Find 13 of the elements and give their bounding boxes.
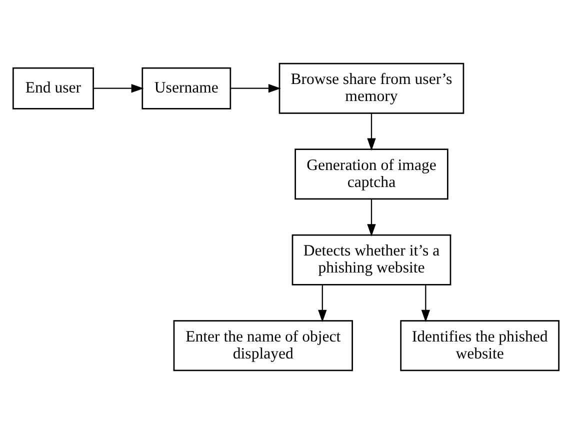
node-box: Identifies the phished website (400, 320, 560, 372)
arrow (367, 199, 376, 237)
node-box: End user (12, 67, 94, 110)
node-box: Username (142, 67, 232, 110)
node-box: Generation of image captcha (294, 148, 448, 200)
arrow (367, 114, 376, 151)
node-box: Detects whether it’s a phishing website (292, 234, 452, 286)
arrow (94, 84, 144, 93)
arrow (318, 285, 327, 322)
arrow (421, 285, 430, 322)
node-box: Enter the name of object displayed (173, 320, 353, 372)
node-box: Browse share from user’s memory (278, 62, 464, 114)
arrow (230, 84, 281, 93)
